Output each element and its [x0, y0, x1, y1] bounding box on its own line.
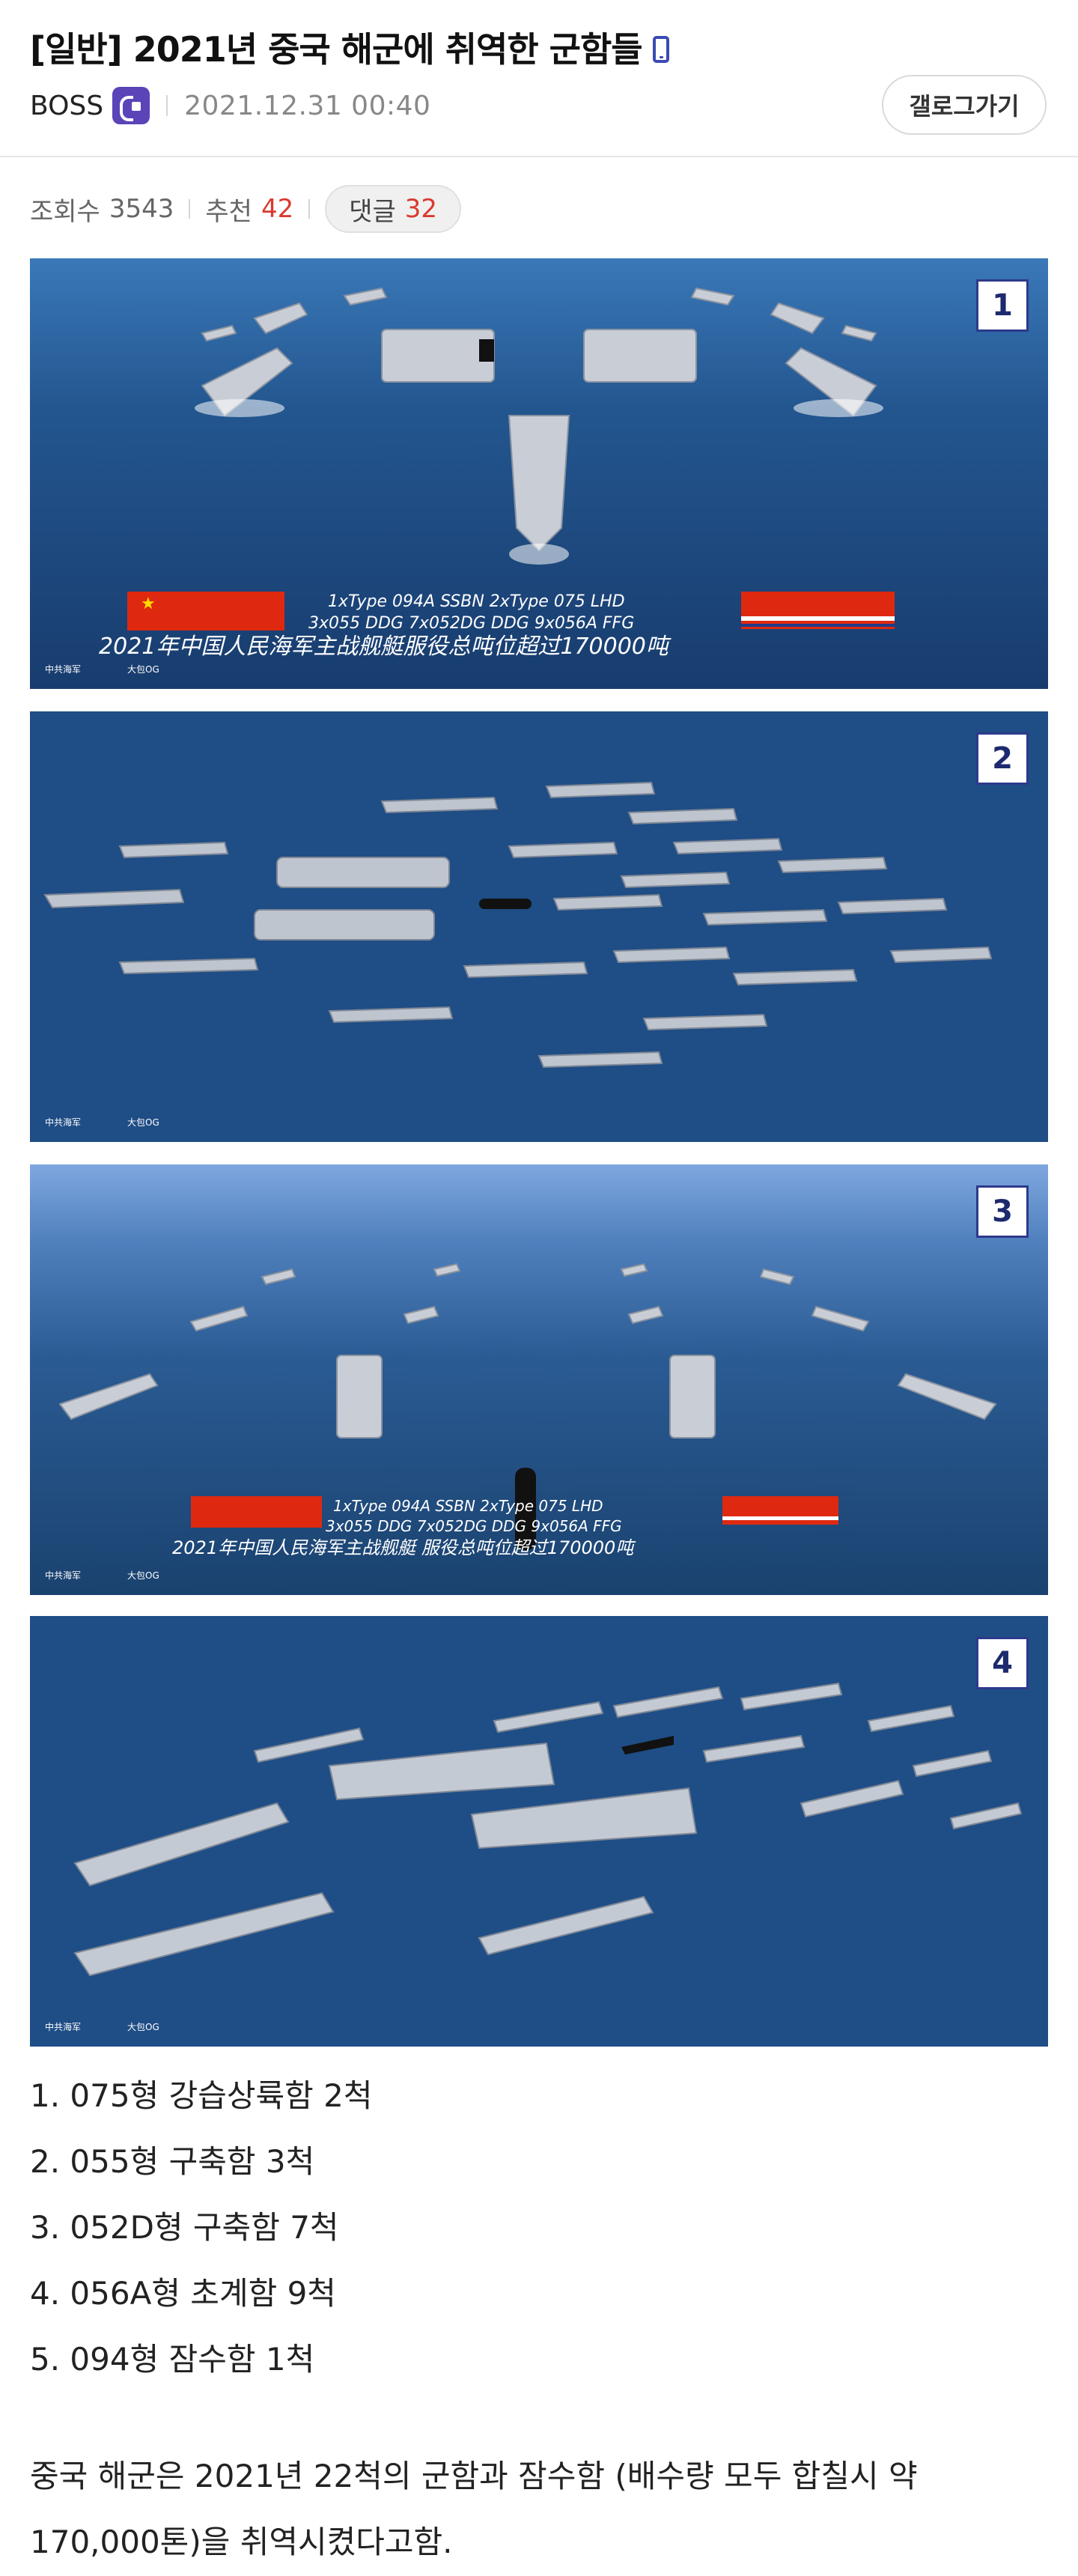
image-watermark: 大包OG [127, 1117, 159, 1128]
list-item: 3. 052D형 구축함 7척 [30, 2209, 339, 2246]
image-number-badge: 4 [976, 1637, 1029, 1689]
list-item: 1. 075형 강습상륙함 2척 [30, 2077, 373, 2114]
image-number-badge: 1 [976, 279, 1029, 332]
user-level-icon [112, 87, 150, 124]
author-name[interactable]: BOSS [30, 90, 104, 121]
fleet-image-2[interactable]: 中共海军 大包OG 2 [30, 711, 1048, 1142]
fleet-scene: 1xType 094A SSBN 2xType 075 LHD 3x055 DD… [30, 1164, 1048, 1595]
post-title: [일반] 2021년 중국 해군에 취역한 군함들 [30, 22, 669, 72]
post-header: [일반] 2021년 중국 해군에 취역한 군함들 BOSS 2021.12.3… [0, 0, 1078, 157]
image-logo: 中共海军 [45, 1117, 81, 1128]
svg-text:★: ★ [141, 595, 156, 613]
list-item: 2. 055형 구축함 3척 [30, 2143, 315, 2180]
fleet-image-3[interactable]: 1xType 094A SSBN 2xType 075 LHD 3x055 DD… [30, 1164, 1048, 1595]
image-watermark: 大包OG [127, 1570, 159, 1581]
image-logo: 中共海军 [45, 1570, 81, 1581]
caption-line-1: 1xType 094A SSBN 2xType 075 LHD [328, 592, 625, 611]
divider [189, 199, 191, 219]
divider [166, 95, 168, 116]
post-date: 2021.12.31 00:40 [184, 90, 431, 121]
post-stats: 조회수 3543 추천 42 댓글 32 [30, 183, 462, 235]
list-item: 4. 056A형 초계함 9척 [30, 2275, 336, 2312]
image-number-badge: 2 [976, 732, 1029, 785]
caption-line-1: 1xType 094A SSBN 2xType 075 LHD [333, 1497, 603, 1515]
fleet-scene: 中共海军 大包OG [30, 1616, 1048, 2047]
fleet-image-4[interactable]: 中共海军 大包OG 4 [30, 1616, 1048, 2047]
image-number-badge: 3 [976, 1185, 1029, 1238]
fleet-scene: 中共海军 大包OG [30, 711, 1048, 1142]
image-watermark: 大包OG [127, 2022, 159, 2032]
likes-label: 추천 [205, 196, 252, 227]
caption-line-2: 3x055 DDG 7x052DG DDG 9x056A FFG [308, 614, 634, 633]
post-meta: BOSS 2021.12.31 00:40 [30, 87, 431, 124]
comments-count: 32 [404, 194, 438, 224]
image-logo: 中共海军 [45, 663, 81, 675]
divider [308, 199, 311, 219]
fleet-image-1[interactable]: ★ 1xType 094A SSBN 2xType 075 LHD 3x055 … [30, 258, 1048, 689]
fleet-scene: ★ 1xType 094A SSBN 2xType 075 LHD 3x055 … [30, 258, 1048, 689]
views-count: 3543 [109, 194, 174, 224]
caption-line-2: 3x055 DDG 7x052DG DDG 9x056A FFG [326, 1517, 622, 1535]
image-logo: 中共海军 [45, 2021, 81, 2032]
comments-button[interactable]: 댓글 32 [325, 185, 462, 233]
post-title-text: [일반] 2021년 중국 해군에 취역한 군함들 [30, 29, 643, 70]
gallog-button[interactable]: 갤로그가기 [882, 75, 1047, 135]
likes-count: 42 [261, 194, 294, 224]
ship-list: 1. 075형 강습상륙함 2척 2. 055형 구축함 3척 3. 052D형… [30, 2063, 373, 2393]
views-label: 조회수 [30, 196, 100, 227]
mobile-icon [652, 35, 669, 63]
caption-line-3: 2021年中国人民海军主战舰艇服役总吨位超过170000吨 [99, 634, 672, 660]
image-watermark: 大包OG [127, 664, 159, 675]
caption-line-3: 2021年中国人民海军主战舰艇 服役总吨位超过170000吨 [172, 1537, 636, 1558]
post-body-text: 중국 해군은 2021년 22척의 군함과 잠수함 (배수량 모두 합칠시 약 … [30, 2458, 918, 2560]
comments-label: 댓글 [349, 196, 396, 227]
list-item: 5. 094형 잠수함 1척 [30, 2341, 315, 2378]
